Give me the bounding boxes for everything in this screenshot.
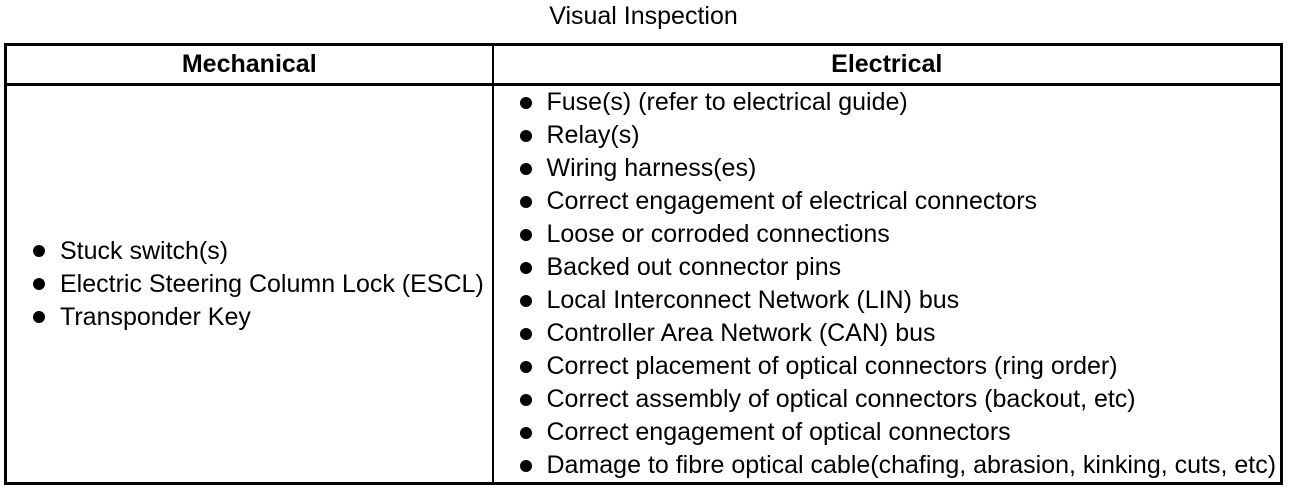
list-item: Electric Steering Column Lock (ESCL) [7, 268, 492, 301]
list-item: Correct engagement of optical connectors [494, 416, 1281, 449]
mechanical-cell: Stuck switch(s) Electric Steering Column… [5, 84, 494, 484]
list-item-label: Damage to fibre optical cable(chafing, a… [546, 451, 1277, 479]
list-item: Damage to fibre optical cable(chafing, a… [494, 449, 1281, 482]
header-row: Mechanical Electrical [5, 44, 1282, 86]
bullet-icon [519, 426, 532, 439]
list-item-label: Correct assembly of optical connectors (… [546, 385, 1136, 413]
electrical-list: Fuse(s) (refer to electrical guide) Rela… [494, 86, 1281, 482]
list-item-label: Loose or corroded connections [546, 220, 890, 248]
body-row: Stuck switch(s) Electric Steering Column… [5, 84, 1282, 484]
bullet-icon [519, 459, 532, 472]
list-item-label: Correct placement of optical connectors … [546, 352, 1118, 380]
bullet-icon [519, 129, 532, 142]
bullet-icon [519, 360, 532, 373]
bullet-icon [519, 261, 532, 274]
column-header-mechanical: Mechanical [5, 44, 494, 86]
list-item-label: Fuse(s) (refer to electrical guide) [546, 88, 908, 116]
list-item-label: Controller Area Network (CAN) bus [546, 319, 936, 347]
list-item: Fuse(s) (refer to electrical guide) [494, 86, 1281, 119]
list-item-label: Stuck switch(s) [60, 236, 229, 265]
list-item-label: Backed out connector pins [546, 253, 842, 281]
bullet-icon [519, 393, 532, 406]
list-item: Backed out connector pins [494, 251, 1281, 284]
electrical-cell: Fuse(s) (refer to electrical guide) Rela… [493, 85, 1282, 484]
list-item-label: Correct engagement of optical connectors [546, 418, 1011, 446]
bullet-icon [519, 294, 532, 307]
bullet-icon [519, 96, 532, 109]
column-header-electrical: Electrical [492, 44, 1282, 86]
bullet-icon [33, 311, 45, 323]
bullet-icon [519, 327, 532, 340]
list-item: Correct placement of optical connectors … [494, 350, 1281, 383]
bullet-icon [33, 278, 45, 290]
list-item: Stuck switch(s) [7, 235, 492, 268]
list-item: Relay(s) [494, 119, 1281, 152]
list-item-label: Relay(s) [546, 121, 640, 149]
list-item: Correct assembly of optical connectors (… [494, 383, 1281, 416]
list-item-label: Electric Steering Column Lock (ESCL) [60, 269, 484, 298]
mechanical-list: Stuck switch(s) Electric Steering Column… [7, 235, 492, 334]
bullet-icon [33, 245, 45, 257]
list-item-label: Wiring harness(es) [546, 154, 757, 182]
list-item: Local Interconnect Network (LIN) bus [494, 284, 1281, 317]
list-item-label: Local Interconnect Network (LIN) bus [546, 286, 960, 314]
page-title: Visual Inspection [549, 2, 738, 30]
list-item: Wiring harness(es) [494, 152, 1281, 185]
bullet-icon [519, 228, 532, 241]
list-item: Correct engagement of electrical connect… [494, 185, 1281, 218]
list-item-label: Correct engagement of electrical connect… [546, 187, 1038, 215]
list-item-label: Transponder Key [60, 302, 251, 331]
bullet-icon [519, 162, 532, 175]
list-item: Controller Area Network (CAN) bus [494, 317, 1281, 350]
list-item: Loose or corroded connections [494, 218, 1281, 251]
bullet-icon [519, 195, 532, 208]
visual-inspection-table: Mechanical Electrical Stuck switch(s) El… [4, 43, 1283, 485]
list-item: Transponder Key [7, 301, 492, 334]
